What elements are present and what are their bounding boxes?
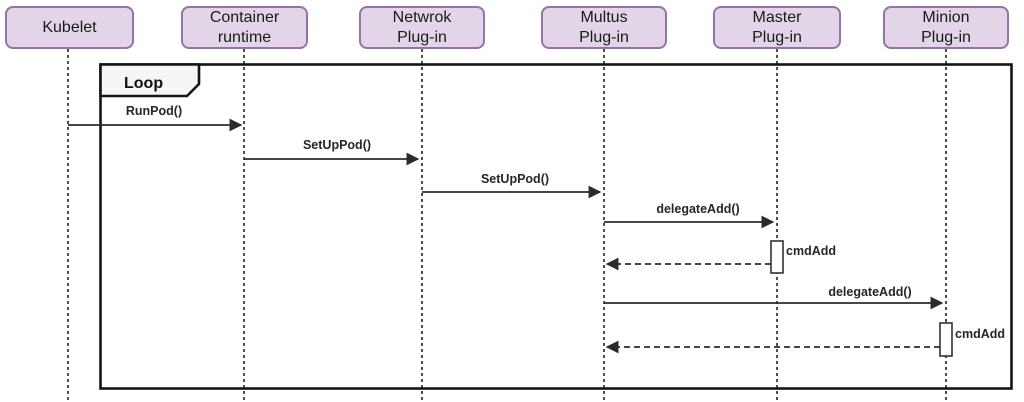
loop-frame-label: Loop [124, 75, 163, 92]
actor-label-container-runtime: Container runtime [209, 8, 280, 46]
actor-box-container-runtime: Container runtime [181, 6, 308, 49]
message-label-setuppod-1: SetUpPod() [303, 138, 371, 152]
message-label-delegateadd-1: delegateAdd() [656, 202, 739, 216]
actor-label-minion-plugin: Minion Plug-in [921, 8, 971, 46]
actor-box-multus-plugin: Multus Plug-in [541, 6, 667, 49]
messages: RunPod() SetUpPod() SetUpPod() delegateA… [68, 104, 1005, 357]
actor-box-network-plugin: Netwrok Plug-in [359, 6, 485, 49]
activation-master-plugin [770, 240, 784, 274]
actor-label-master-plugin: Master Plug-in [752, 8, 802, 46]
loop-frame-label-pentagon [99, 63, 201, 98]
activation-label-cmdadd-1: cmdAdd [786, 244, 836, 258]
actor-label-kubelet: Kubelet [42, 18, 97, 36]
message-label-delegateadd-2: delegateAdd() [828, 285, 911, 299]
actor-box-kubelet: Kubelet [5, 6, 134, 49]
message-label-runpod: RunPod() [126, 104, 182, 118]
activation-label-cmdadd-2: cmdAdd [955, 327, 1005, 341]
actor-box-master-plugin: Master Plug-in [713, 6, 841, 49]
lifelines [67, 49, 947, 400]
actor-box-minion-plugin: Minion Plug-in [883, 6, 1009, 49]
activation-minion-plugin [939, 322, 953, 357]
message-label-setuppod-2: SetUpPod() [481, 172, 549, 186]
loop-frame [99, 63, 1013, 390]
actor-label-network-plugin: Netwrok Plug-in [392, 8, 452, 46]
actor-label-multus-plugin: Multus Plug-in [579, 8, 629, 46]
